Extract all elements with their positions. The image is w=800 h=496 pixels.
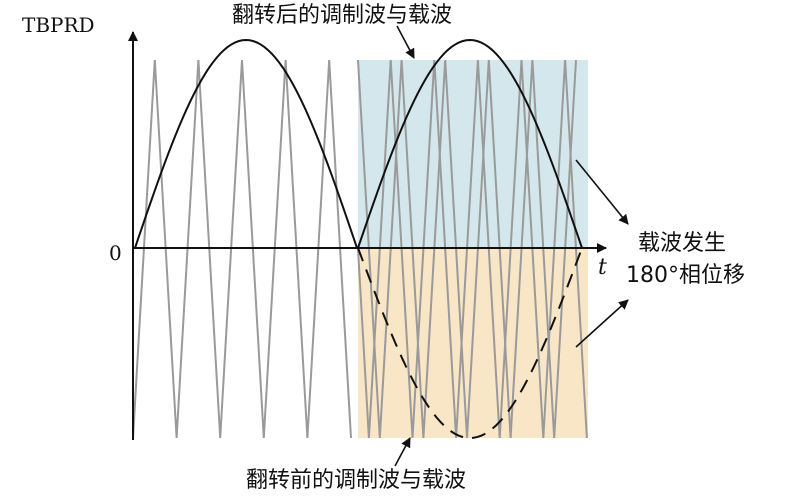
- y-axis-label: TBPRD: [22, 13, 95, 37]
- modulating-wave-after: [357, 38, 583, 249]
- phase-arrow-lower: [575, 299, 629, 348]
- top-caption: 翻转后的调制波与载波: [232, 3, 452, 28]
- modulating-wave-before-dashed: [357, 247, 583, 440]
- phase-shift-label-line2: 180°相位移: [626, 263, 745, 288]
- modulating-wave-before: [134, 38, 358, 249]
- bottom-caption: 翻转前的调制波与载波: [246, 468, 466, 493]
- origin-label: 0: [109, 241, 122, 265]
- phase-arrow-upper: [575, 159, 629, 225]
- x-axis-label: t: [598, 255, 607, 280]
- top-caption-arrow: [396, 25, 415, 59]
- bottom-caption-arrow: [394, 437, 411, 467]
- carrier-wave-right-original: [357, 59, 577, 439]
- phase-shift-label-line1: 载波发生: [638, 231, 726, 256]
- carrier-wave-left: [132, 59, 352, 439]
